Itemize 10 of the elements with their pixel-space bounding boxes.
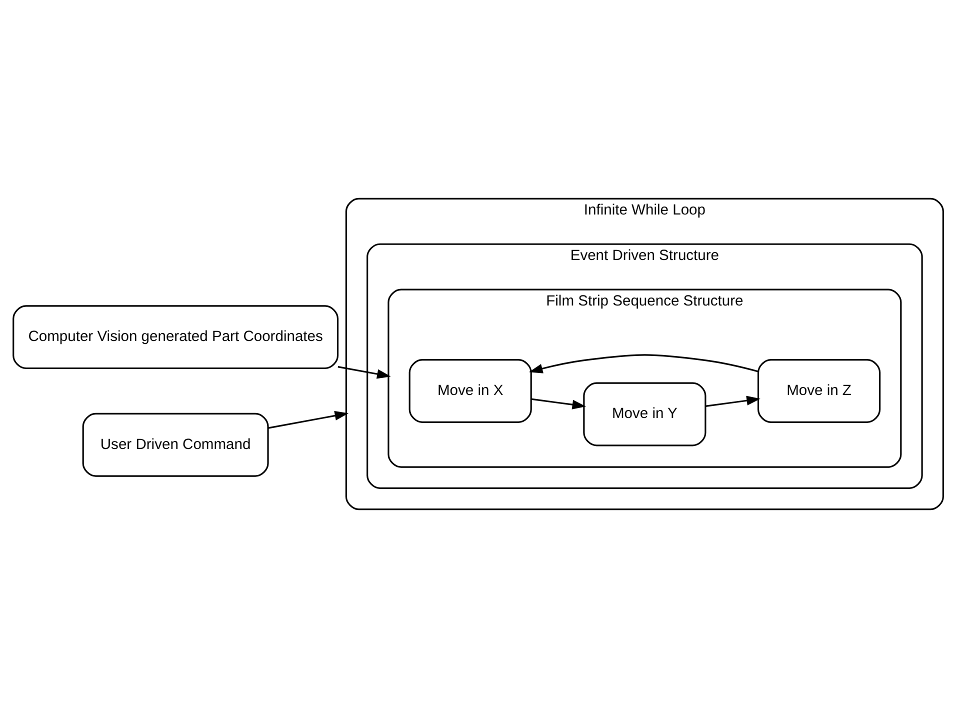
node-box: User Driven Command <box>82 412 268 477</box>
arrow <box>528 354 758 374</box>
arrow <box>530 398 586 410</box>
arrow <box>704 396 760 407</box>
node-box: Computer Vision generated Part Coordinates <box>12 305 338 370</box>
node-box: Move in Y <box>582 382 706 446</box>
node-box: Move in X <box>408 359 532 423</box>
arrow <box>337 366 390 379</box>
arrow <box>267 410 348 429</box>
node-box: Move in Z <box>756 359 880 423</box>
